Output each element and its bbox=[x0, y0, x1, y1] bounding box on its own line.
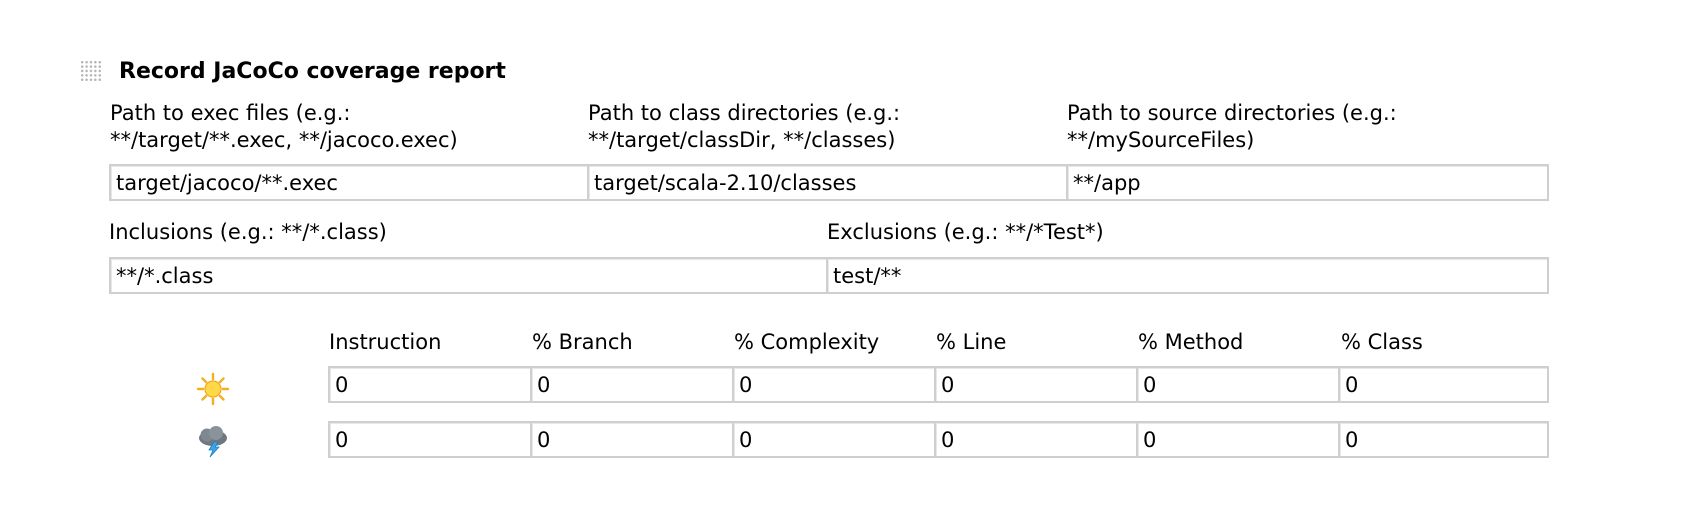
sunny-health-icon bbox=[196, 372, 230, 406]
exec-files-label-line1: Path to exec files (e.g.: bbox=[110, 101, 351, 125]
unhealthy-class-input[interactable] bbox=[1338, 421, 1549, 458]
col-complexity: % Complexity bbox=[734, 330, 880, 354]
unhealthy-complexity-input[interactable] bbox=[732, 421, 936, 458]
exclusions-label: Exclusions (e.g.: **/*Test*) bbox=[827, 220, 1104, 244]
source-dirs-label-line2: **/mySourceFiles) bbox=[1067, 128, 1255, 152]
healthy-branch-input[interactable] bbox=[530, 366, 734, 403]
inclusions-label: Inclusions (e.g.: **/*.class) bbox=[109, 220, 387, 244]
class-dirs-label-line1: Path to class directories (e.g.: bbox=[588, 101, 901, 125]
source-dirs-label-line1: Path to source directories (e.g.: bbox=[1067, 101, 1397, 125]
section-title: Record JaCoCo coverage report bbox=[119, 59, 506, 84]
class-dirs-label: Path to class directories (e.g.: **/targ… bbox=[588, 100, 900, 154]
source-dirs-label: Path to source directories (e.g.: **/myS… bbox=[1067, 100, 1397, 154]
healthy-class-input[interactable] bbox=[1338, 366, 1549, 403]
col-line: % Line bbox=[936, 330, 1007, 354]
inclusions-input[interactable] bbox=[109, 257, 828, 294]
source-dirs-input[interactable] bbox=[1066, 164, 1549, 201]
healthy-method-input[interactable] bbox=[1136, 366, 1340, 403]
unhealthy-instruction-input[interactable] bbox=[328, 421, 532, 458]
class-dirs-input[interactable] bbox=[587, 164, 1068, 201]
col-class: % Class bbox=[1341, 330, 1423, 354]
drag-handle-icon[interactable] bbox=[80, 60, 102, 82]
exec-files-label: Path to exec files (e.g.: **/target/**.e… bbox=[110, 100, 458, 154]
unhealthy-method-input[interactable] bbox=[1136, 421, 1340, 458]
exec-files-label-line2: **/target/**.exec, **/jacoco.exec) bbox=[110, 128, 458, 152]
exec-files-input[interactable] bbox=[109, 164, 589, 201]
healthy-complexity-input[interactable] bbox=[732, 366, 936, 403]
healthy-line-input[interactable] bbox=[934, 366, 1138, 403]
col-method: % Method bbox=[1138, 330, 1244, 354]
col-branch: % Branch bbox=[532, 330, 633, 354]
unhealthy-line-input[interactable] bbox=[934, 421, 1138, 458]
class-dirs-label-line2: **/target/classDir, **/classes) bbox=[588, 128, 896, 152]
exclusions-input[interactable] bbox=[826, 257, 1549, 294]
healthy-instruction-input[interactable] bbox=[328, 366, 532, 403]
unhealthy-branch-input[interactable] bbox=[530, 421, 734, 458]
col-instruction: Instruction bbox=[329, 330, 442, 354]
stormy-health-icon bbox=[199, 426, 227, 458]
